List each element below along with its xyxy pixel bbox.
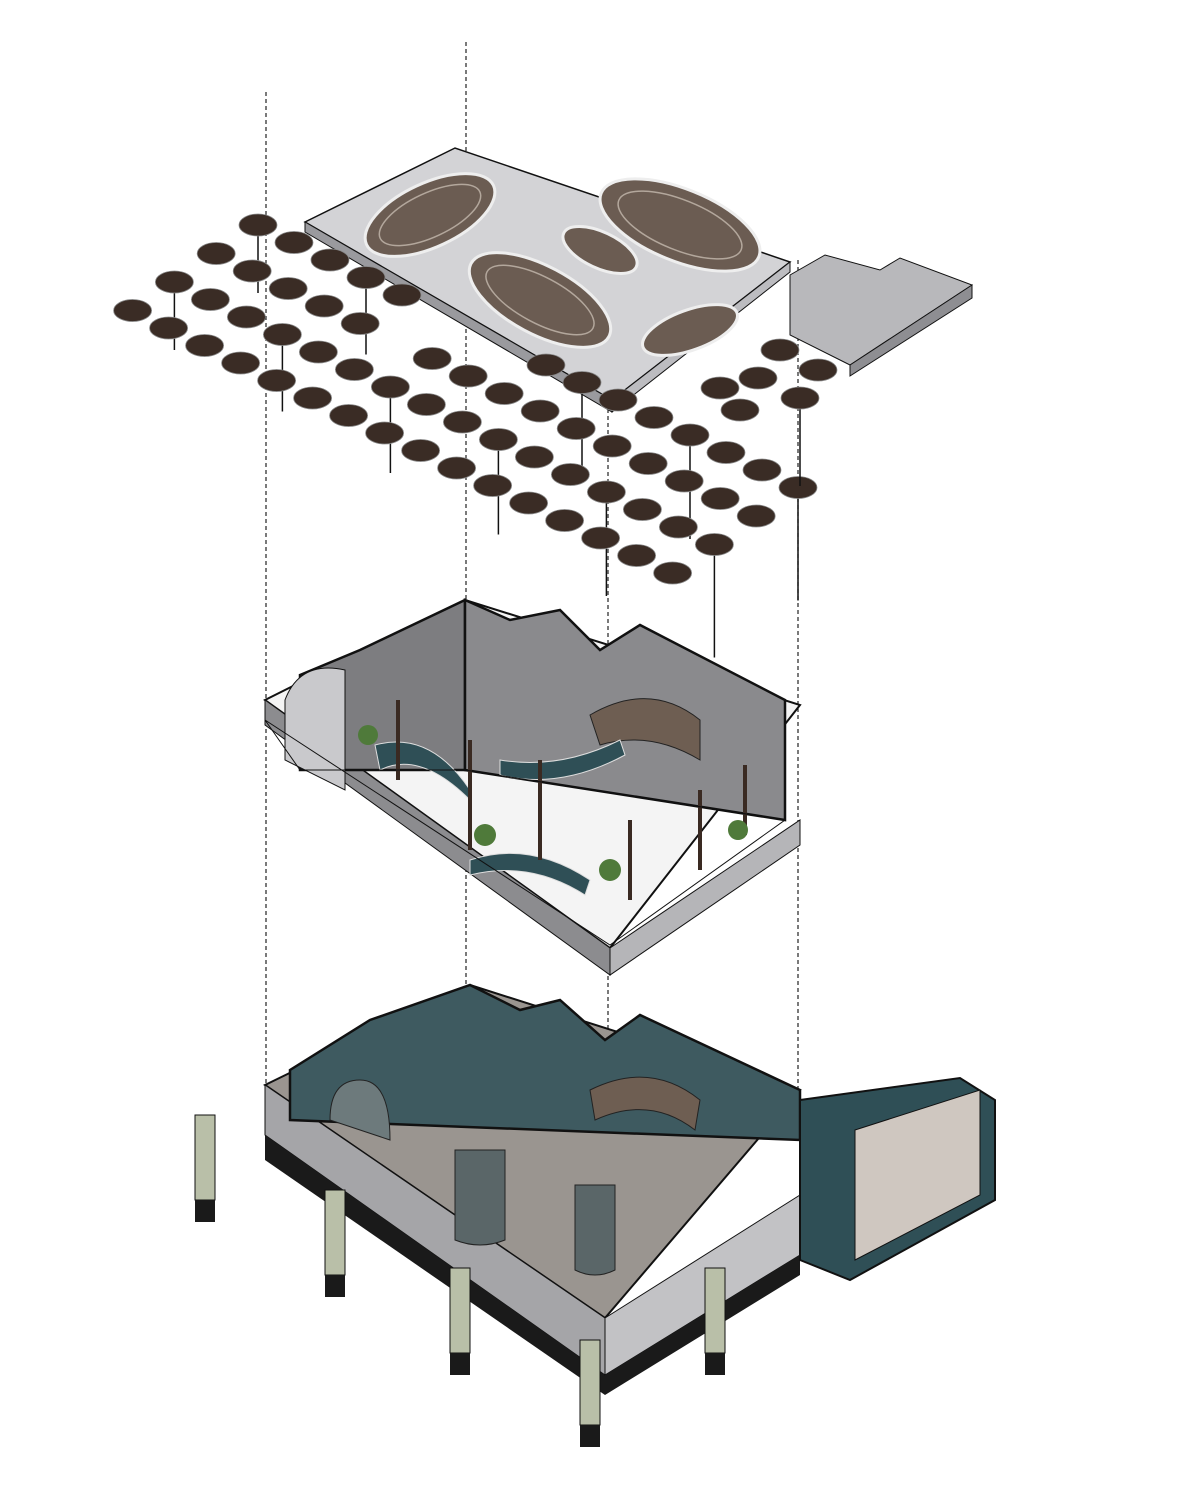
pendant-lamp xyxy=(780,386,820,486)
columns-frames xyxy=(396,700,747,900)
pendant-lamp xyxy=(412,347,452,370)
structural-column xyxy=(704,1267,726,1375)
pendant-lamp xyxy=(437,456,477,480)
pendant-lamp xyxy=(221,351,261,375)
pendant-lamp xyxy=(700,376,740,400)
pendant-lamp xyxy=(700,487,740,510)
pendant-lamp xyxy=(274,231,314,254)
pendant-lamp xyxy=(760,338,800,362)
pendant-lamp xyxy=(720,398,760,422)
pendant-lamp xyxy=(778,476,818,601)
pendant-lamp xyxy=(268,277,308,300)
structural-column xyxy=(579,1339,601,1447)
ceiling-annex-block xyxy=(789,254,974,366)
pendant-lamp xyxy=(706,441,746,464)
pendant-lamp xyxy=(592,434,632,458)
pendant-lamp xyxy=(742,458,782,482)
pendant-lamp xyxy=(581,526,620,550)
pendant-lamp xyxy=(190,288,230,311)
pendant-lamp xyxy=(298,340,338,364)
pendant-lamp xyxy=(526,353,566,377)
pendant-lamp xyxy=(154,270,194,350)
pendant-lamp xyxy=(406,393,446,416)
pendant-lamp xyxy=(304,294,344,318)
pendant-lamp xyxy=(346,266,386,355)
curved-wall xyxy=(284,667,346,791)
pendant-lamp xyxy=(509,491,548,515)
pendant-lamp xyxy=(551,463,590,486)
pendant-lamp xyxy=(382,283,422,307)
pendant-lamp xyxy=(520,399,560,423)
structural-column xyxy=(449,1267,471,1375)
pendant-lamp xyxy=(798,358,838,382)
pendant-lamp xyxy=(659,515,698,539)
pendant-lamp xyxy=(545,509,584,532)
pendant-lamp xyxy=(448,364,488,388)
pendant-lamp xyxy=(257,369,297,392)
pendant-lamp xyxy=(340,312,380,335)
pendant-lamp xyxy=(623,498,662,521)
ceiling-recesses xyxy=(363,172,762,357)
pendant-lamp xyxy=(556,417,596,440)
pendant-lamp xyxy=(185,334,225,357)
pendant-lamp xyxy=(329,404,369,427)
pendant-lamp xyxy=(310,248,350,272)
pendant-lamp xyxy=(196,242,236,265)
structural-column xyxy=(194,1114,216,1222)
plants xyxy=(358,725,748,881)
pendant-lamp xyxy=(149,316,189,340)
booth-seating xyxy=(589,698,701,761)
pendant-lamp xyxy=(484,382,524,405)
pendant-lamp xyxy=(634,406,674,429)
pendant-lamp xyxy=(653,561,692,585)
pendant-lamp xyxy=(478,428,518,535)
pendant-lamp xyxy=(617,544,656,567)
structural-column xyxy=(324,1189,346,1297)
floor-slab-right xyxy=(609,819,801,976)
pendant-lamp xyxy=(695,533,734,658)
pendant-lamp xyxy=(442,410,482,434)
pendant-lamp xyxy=(598,388,638,412)
pendant-lamp xyxy=(664,469,704,493)
pendant-lamp xyxy=(113,299,153,322)
ground-floor-layer xyxy=(194,983,996,1447)
furniture-layer xyxy=(263,598,802,976)
pendant-lamp xyxy=(736,504,776,528)
pendant-lamp xyxy=(226,305,266,329)
tile-arches xyxy=(329,1076,701,1276)
pendant-lamp xyxy=(628,452,668,475)
pendant-lamp xyxy=(473,474,513,497)
annex-panel xyxy=(854,1089,981,1261)
pendant-lamp xyxy=(238,213,278,293)
pendant-lamp xyxy=(334,358,374,381)
pendant-lamp xyxy=(365,421,405,445)
pendant-lamp xyxy=(738,366,778,390)
pendant-lamp xyxy=(515,445,554,469)
pendant-lamp xyxy=(401,439,441,462)
pendant-lamp xyxy=(293,386,333,410)
pendant-lamp xyxy=(232,259,272,283)
ceiling-layer xyxy=(113,147,974,658)
